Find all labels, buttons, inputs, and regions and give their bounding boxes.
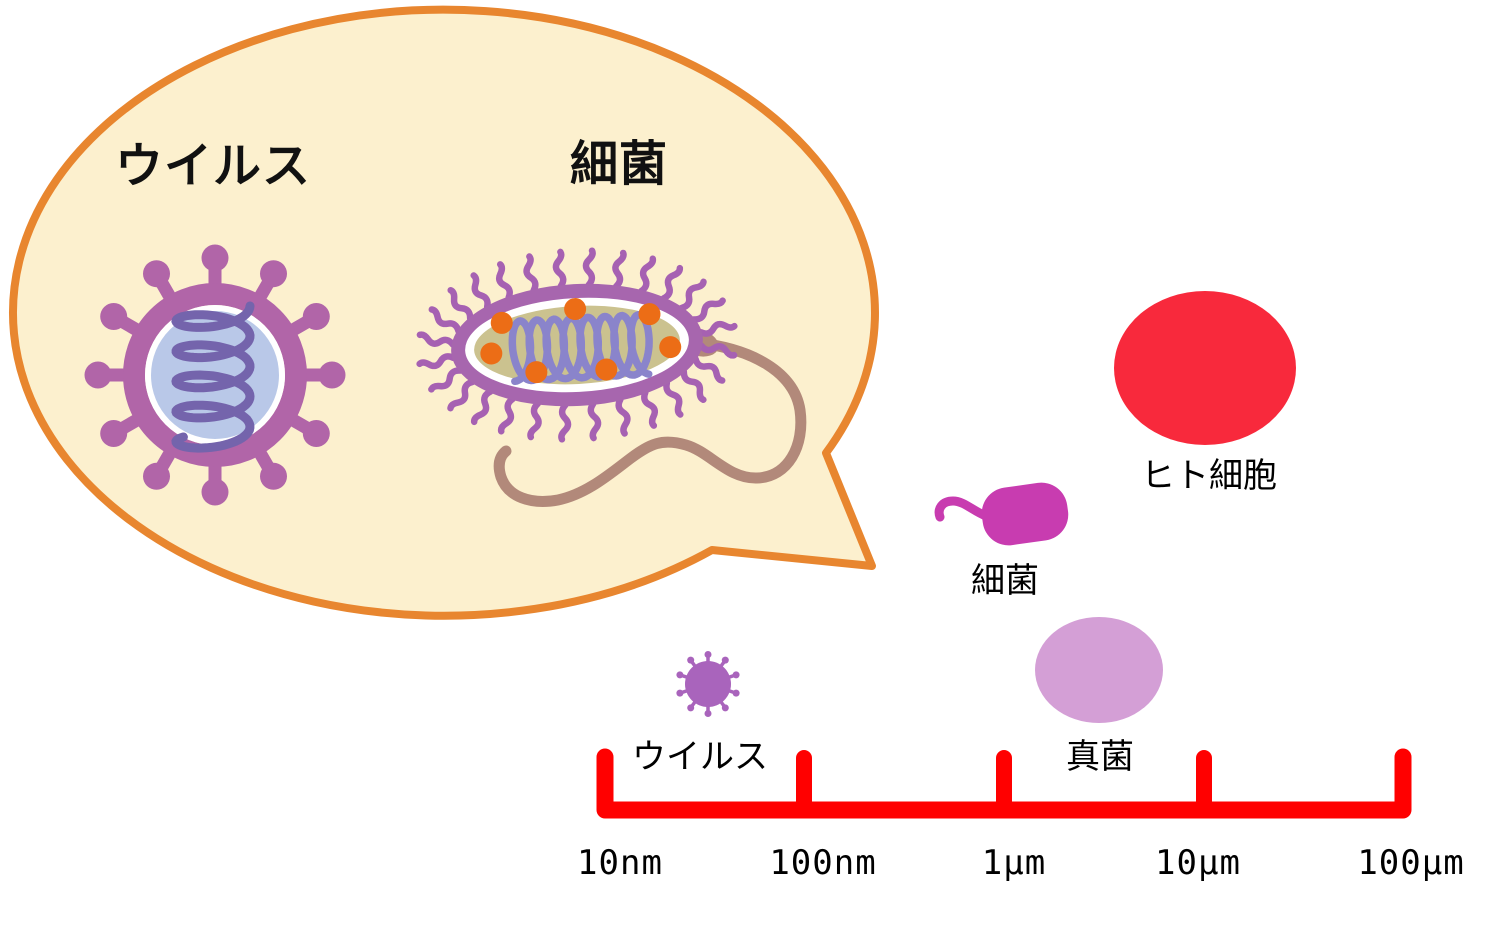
scale-bacteria-label: 細菌 — [971, 562, 1039, 600]
virus-envelope-icon — [123, 283, 307, 467]
flagellum-icon — [493, 337, 807, 507]
speech-bubble: ウイルス 細菌 — [8, 5, 879, 620]
pili-icon — [416, 247, 738, 443]
virus-illustration — [84, 244, 346, 506]
tick-label-1um: 1μm — [982, 843, 1046, 883]
tick-label-100nm: 100nm — [769, 843, 876, 883]
tick-label-100um: 100μm — [1357, 843, 1464, 883]
human-cell-label: ヒト細胞 — [1141, 457, 1277, 495]
virus-rna-coil-icon — [171, 301, 255, 453]
fungus-label: 真菌 — [1066, 738, 1134, 776]
bacterium-granules-icon — [480, 298, 682, 384]
small-virus-icon — [676, 651, 740, 717]
fungus-icon — [1035, 617, 1163, 723]
speech-bubble-shape — [8, 5, 879, 620]
bacterium-dna-coil-icon — [508, 310, 653, 386]
size-scale: ヒト細胞 細菌 真菌 ウイルス 10nm 100nm 1μm 10 — [577, 291, 1464, 883]
bubble-bacteria-title: 細菌 — [570, 138, 668, 191]
bacterium-illustration — [416, 247, 807, 507]
bubble-virus-title: ウイルス — [115, 140, 311, 193]
tick-label-10nm: 10nm — [577, 843, 663, 883]
scale-ticks — [796, 750, 1212, 814]
human-cell-icon — [1114, 291, 1296, 445]
scale-bacterium-icon — [934, 482, 1069, 546]
scale-virus-label: ウイルス — [632, 738, 768, 776]
tick-label-10um: 10μm — [1155, 843, 1241, 883]
